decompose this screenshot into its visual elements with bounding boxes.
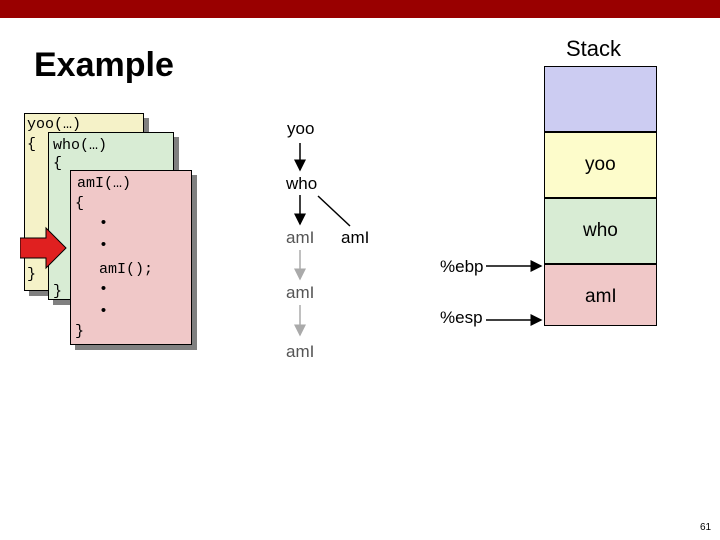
header-bar: [0, 0, 720, 18]
tree-node-ami: amI: [286, 342, 315, 361]
code-line: {: [27, 136, 37, 153]
code-line: {: [53, 155, 63, 172]
code-line: yoo(…): [27, 116, 82, 133]
code-card-ami: amI(…) { • • amI(); • • }: [70, 170, 192, 345]
code-line: •: [99, 215, 109, 232]
stack-frame-ami: [544, 264, 657, 326]
current-line-arrow-icon: [20, 226, 67, 270]
page-number: 61: [700, 522, 712, 533]
code-line: who(…): [53, 137, 108, 154]
stack-frame-yoo: [544, 132, 657, 198]
code-line: •: [99, 281, 109, 298]
tree-node-ami: amI: [341, 228, 370, 247]
tree-node-yoo: yoo: [287, 119, 315, 138]
esp-label: %esp: [440, 308, 483, 327]
stack-frame-upper: [544, 66, 657, 132]
stack-frame-who: [544, 198, 657, 264]
stack-frame-label: who: [583, 220, 618, 241]
code-line: }: [75, 323, 85, 340]
stack-frame-label: yoo: [585, 154, 616, 175]
stack-title: Stack: [566, 36, 622, 61]
code-line: •: [99, 237, 109, 254]
slide-title: Example: [34, 46, 174, 84]
tree-node-ami: amI: [286, 228, 315, 247]
code-line: {: [75, 195, 85, 212]
stack-frame-label: amI: [585, 286, 617, 307]
code-line: amI(…): [77, 175, 132, 192]
code-line: }: [53, 283, 63, 300]
tree-edge: [317, 195, 351, 227]
code-line: •: [99, 303, 109, 320]
tree-node-who: who: [286, 174, 318, 193]
tree-node-ami: amI: [286, 283, 315, 302]
code-line: amI();: [99, 261, 154, 278]
ebp-label: %ebp: [440, 257, 484, 276]
code-line: }: [27, 266, 37, 283]
